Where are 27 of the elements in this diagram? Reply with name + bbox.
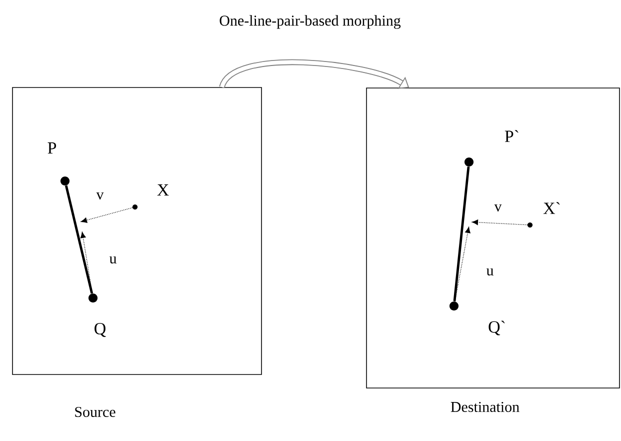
panel-frame [12, 87, 262, 375]
arrow [472, 220, 528, 226]
node-label: P` [504, 130, 518, 142]
line-segment [64, 185, 94, 294]
panel-caption: Destination [450, 402, 520, 412]
node-label: Q` [488, 320, 505, 336]
line-segment [453, 166, 470, 302]
labeled-point: X [132, 184, 169, 210]
arrow [454, 226, 470, 302]
title: One-line-pair-based morphing [220, 15, 401, 29]
node-label: X` [543, 202, 560, 214]
labeled-point: X` [527, 202, 560, 228]
node-label: P [48, 142, 56, 154]
panel-frame [366, 88, 620, 388]
node-label: X [157, 184, 169, 196]
arrow [80, 232, 93, 294]
labeled-point: P` [464, 130, 518, 167]
edge-label: v [95, 191, 105, 200]
node-label: Q [94, 322, 106, 337]
labeled-point: Q` [449, 301, 505, 336]
panel-caption: Source [75, 406, 116, 418]
labeled-point: Q [88, 293, 106, 337]
edge-label: v [493, 203, 503, 212]
arrow [80, 207, 133, 223]
labeled-point: P [48, 142, 70, 186]
edge-label: u [485, 267, 495, 276]
edge-label: u [108, 255, 118, 264]
